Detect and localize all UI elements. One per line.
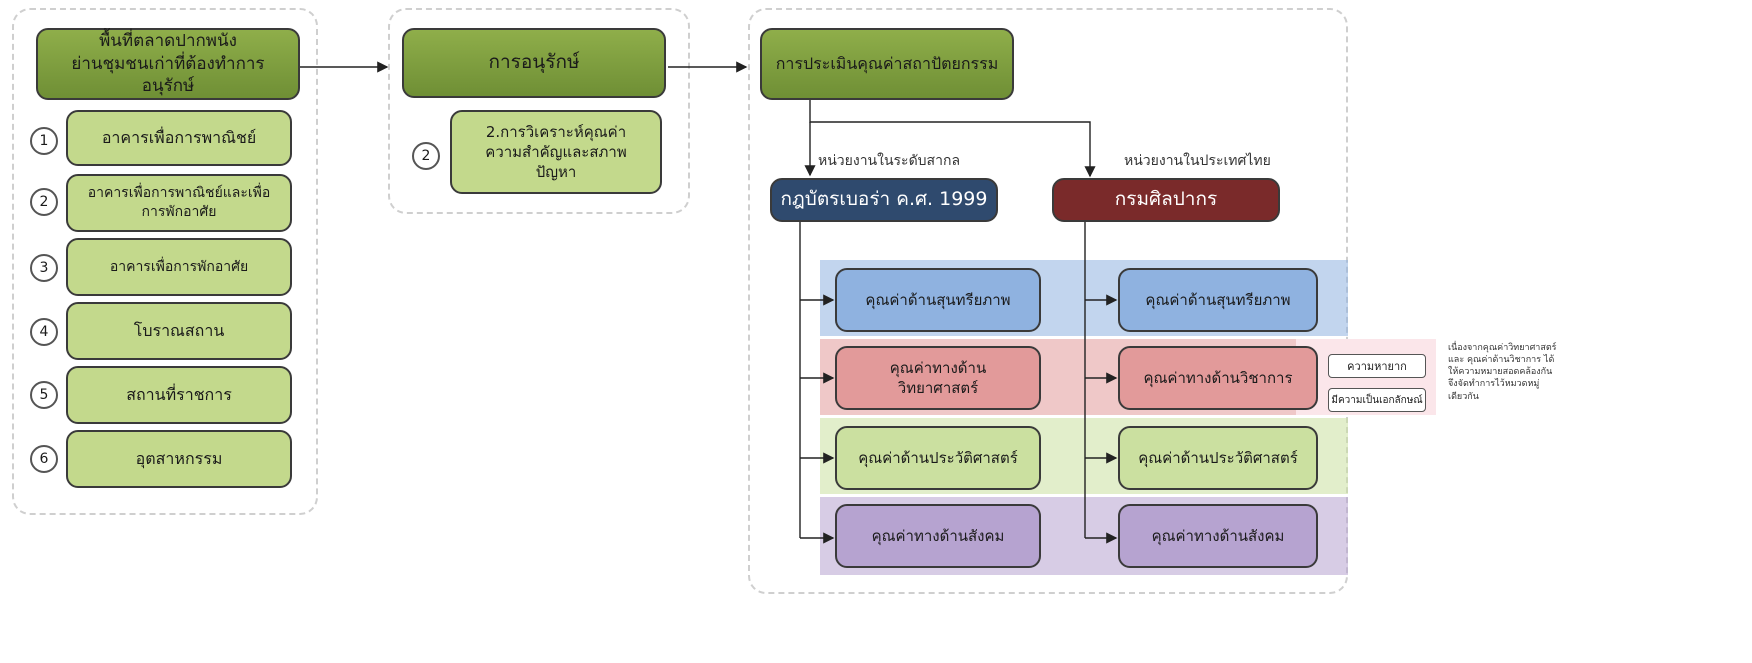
middle-panel bbox=[388, 8, 690, 214]
intl-social-value: คุณค่าทางด้านสังคม bbox=[835, 504, 1041, 568]
item-commercial-building: อาคารเพื่อการพาณิชย์ bbox=[66, 110, 292, 166]
analysis-box: 2.การวิเคราะห์คุณค่า ความสำคัญและสภาพ ปั… bbox=[450, 110, 662, 194]
item-commercial-residential-building: อาคารเพื่อการพาณิชย์และเพื่อ การพักอาศัย bbox=[66, 174, 292, 232]
intl-agency-label: หน่วยงานในระดับสากล bbox=[818, 153, 961, 169]
thai-agency-label: หน่วยงานในประเทศไทย bbox=[1124, 153, 1271, 169]
left-panel bbox=[12, 8, 318, 515]
middle-number-2: 2 bbox=[412, 142, 440, 170]
left-header-box: พื้นที่ตลาดปากพนัง ย่านชุมชนเก่าที่ต้องท… bbox=[36, 28, 300, 100]
thai-social-value: คุณค่าทางด้านสังคม bbox=[1118, 504, 1318, 568]
explanatory-note: เนื่องจากคุณค่าวิทยาศาสตร์ และ คุณค่าด้า… bbox=[1448, 343, 1557, 402]
item-government-place: สถานที่ราชการ bbox=[66, 366, 292, 424]
intl-aesthetic-value: คุณค่าด้านสุนทรียภาพ bbox=[835, 268, 1041, 332]
item-number-5: 5 bbox=[30, 381, 58, 409]
conservation-header-box: การอนุรักษ์ bbox=[402, 28, 666, 98]
burra-charter-box: กฎบัตรเบอร่า ค.ศ. 1999 bbox=[770, 178, 998, 222]
fine-arts-dept-box: กรมศิลปากร bbox=[1052, 178, 1280, 222]
assessment-header-box: การประเมินคุณค่าสถาปัตยกรรม bbox=[760, 28, 1014, 100]
item-residential-building: อาคารเพื่อการพักอาศัย bbox=[66, 238, 292, 296]
thai-historical-value: คุณค่าด้านประวัติศาสตร์ bbox=[1118, 426, 1318, 490]
intl-scientific-value: คุณค่าทางด้าน วิทยาศาสตร์ bbox=[835, 346, 1041, 410]
intl-historical-value: คุณค่าด้านประวัติศาสตร์ bbox=[835, 426, 1041, 490]
item-ancient-site: โบราณสถาน bbox=[66, 302, 292, 360]
item-industry: อุตสาหกรรม bbox=[66, 430, 292, 488]
item-number-6: 6 bbox=[30, 445, 58, 473]
thai-aesthetic-value: คุณค่าด้านสุนทรียภาพ bbox=[1118, 268, 1318, 332]
rarity-tag: ความหายาก bbox=[1328, 354, 1426, 378]
item-number-3: 3 bbox=[30, 254, 58, 282]
thai-academic-value: คุณค่าทางด้านวิชาการ bbox=[1118, 346, 1318, 410]
item-number-1: 1 bbox=[30, 127, 58, 155]
item-number-4: 4 bbox=[30, 318, 58, 346]
item-number-2: 2 bbox=[30, 188, 58, 216]
uniqueness-tag: มีความเป็นเอกลักษณ์ bbox=[1328, 388, 1426, 412]
